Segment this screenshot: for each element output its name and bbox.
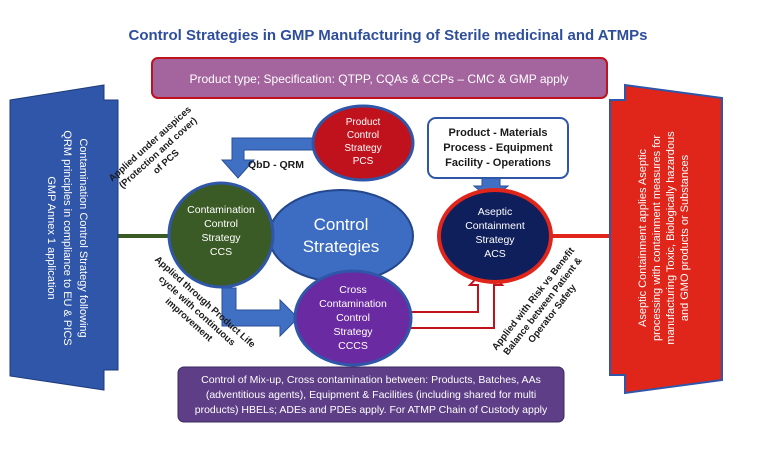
auspices-annotation: Applied under auspices (Protection and c… xyxy=(107,104,200,191)
svg-text:Contamination Control Strategy: Contamination Control Strategy following xyxy=(77,138,89,337)
cccs-node xyxy=(293,269,413,367)
cccs-label-2: Contamination xyxy=(319,298,387,310)
cccs-label-5: CCCS xyxy=(338,340,368,352)
svg-text:manufacturing Toxic, Biologica: manufacturing Toxic, Biologically hazard… xyxy=(665,131,677,345)
cccs-label-4: Strategy xyxy=(333,326,373,338)
svg-text:and GMO products or Substances: and GMO products or Substances xyxy=(679,154,691,321)
acs-right-banner xyxy=(609,83,723,395)
acs-label-2: Containment xyxy=(465,220,525,232)
mixup-line-1: Control of Mix-up, Cross contamination b… xyxy=(201,374,541,386)
svg-text:processing with containment me: processing with containment measures for xyxy=(651,135,663,341)
pcs-label-1: Product xyxy=(346,117,381,128)
ccs-left-banner-text: Contamination Control Strategy following… xyxy=(45,130,89,345)
svg-text:GMP Annex 1 application: GMP Annex 1 application xyxy=(45,176,57,299)
pcs-label-4: PCS xyxy=(353,156,374,167)
acs-node xyxy=(437,188,553,284)
cccs-label-3: Control xyxy=(336,312,370,324)
cccs-label-1: Cross xyxy=(339,284,366,296)
mixup-control-box xyxy=(177,366,565,423)
ccs-node xyxy=(167,181,275,289)
pcs-node xyxy=(311,104,415,182)
product-box-line-3: Facility - Operations xyxy=(445,157,551,169)
product-type-banner xyxy=(151,57,608,99)
mixup-line-2: (adventitious agents), Equipment & Facil… xyxy=(206,389,536,401)
control-strategies-center xyxy=(268,189,414,283)
pcs-to-ccs-arrow xyxy=(220,137,319,179)
ccs-label-2: Control xyxy=(204,218,238,230)
svg-text:Aseptic Containment applies As: Aseptic Containment applies Aseptic xyxy=(637,149,649,327)
pcs-label-3: Strategy xyxy=(344,143,381,154)
diagram-title: Control Strategies in GMP Manufacturing … xyxy=(129,27,648,44)
product-box-line-1: Product - Materials xyxy=(448,127,547,139)
mixup-line-3: products) HBELs; ADEs and PDEs apply. Fo… xyxy=(195,404,548,416)
acs-label-1: Aseptic xyxy=(478,206,512,218)
product-type-banner-text: Product type; Specification: QTPP, CQAs … xyxy=(189,72,568,86)
acs-right-banner-text: Aseptic Containment applies Aseptic proc… xyxy=(637,131,691,345)
product-box-line-2: Process - Equipment xyxy=(443,142,553,154)
acs-label-4: ACS xyxy=(484,248,506,260)
svg-text:Applied under auspices: Applied under auspices xyxy=(107,104,194,184)
center-label-1: Control xyxy=(314,215,369,234)
ccs-to-cccs-arrow xyxy=(221,287,299,338)
svg-text:(Protection and cover): (Protection and cover) xyxy=(117,115,199,191)
product-materials-box xyxy=(427,117,569,179)
acs-label-3: Strategy xyxy=(475,234,515,246)
pcs-label-2: Control xyxy=(347,130,379,141)
ccs-label-4: CCS xyxy=(210,246,232,258)
center-label-2: Strategies xyxy=(303,237,380,256)
ccs-label-1: Contamination xyxy=(187,204,255,216)
qbd-qrm-label: QbD - QRM xyxy=(248,159,304,171)
ccs-label-3: Strategy xyxy=(201,232,241,244)
ccs-left-banner xyxy=(9,84,119,391)
svg-text:QRM principles in compliance t: QRM principles in compliance to EU & PIC… xyxy=(61,130,73,345)
